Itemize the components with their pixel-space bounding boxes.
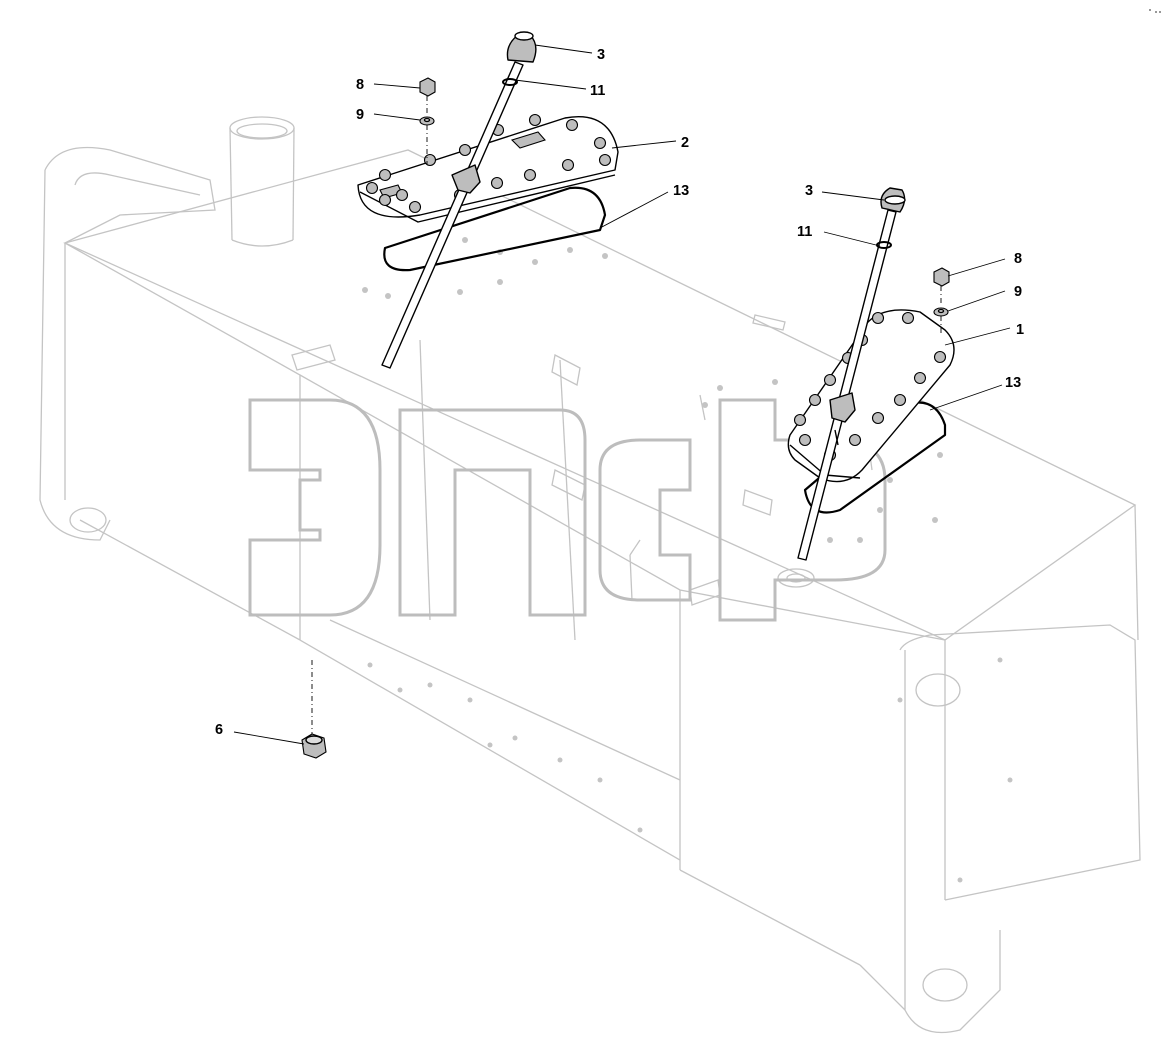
callout-9-right: 9 [1014, 284, 1022, 300]
drain-plug-6 [301, 660, 327, 759]
corner-mark [1149, 9, 1161, 13]
callout-1: 1 [1016, 322, 1024, 338]
nut-8-left [419, 77, 436, 97]
breather-cover-assembly-right [787, 187, 955, 561]
breather-cover-assembly-left [357, 31, 619, 369]
callout-labels: 3 11 8 9 2 13 3 11 8 9 1 13 6 [215, 47, 1024, 738]
callout-8-right: 8 [1014, 251, 1022, 267]
dipstick-right [797, 209, 897, 561]
washer-9-left [419, 116, 435, 126]
callout-11-left: 11 [590, 83, 605, 99]
callout-11-right: 11 [797, 224, 812, 240]
gasket-left [383, 186, 607, 272]
callout-13-right: 13 [1005, 375, 1021, 391]
callout-3-right: 3 [805, 183, 813, 199]
callout-13-left: 13 [673, 183, 689, 199]
callout-2: 2 [681, 135, 689, 151]
cover-plate-2 [357, 116, 619, 218]
callout-8-left: 8 [356, 77, 364, 93]
callout-9-left: 9 [356, 107, 364, 123]
nut-8-right [933, 267, 950, 287]
washer-9-right [933, 307, 949, 317]
hydraulic-tank-body [39, 116, 1141, 1034]
dipstick-left [381, 61, 524, 369]
callout-6: 6 [215, 722, 223, 738]
leader-lines [233, 44, 1011, 745]
cover-bolts-left [365, 113, 612, 214]
callout-3-left: 3 [597, 47, 605, 63]
